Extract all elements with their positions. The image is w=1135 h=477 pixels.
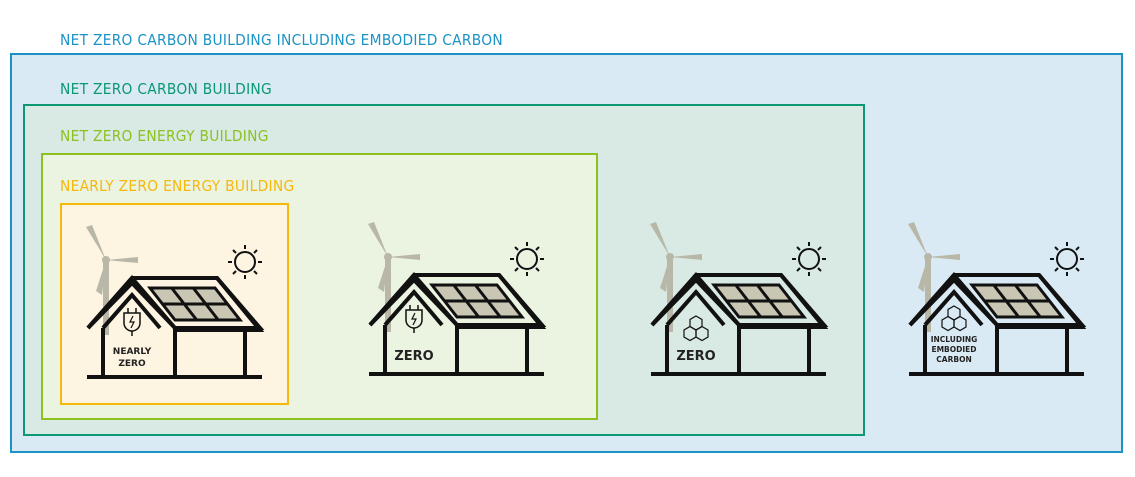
title-net-zero-carbon-embodied: NET ZERO CARBON BUILDING INCLUDING EMBOD…: [60, 31, 504, 49]
house-label-line: ZERO: [394, 349, 433, 364]
carbon-molecule-icon: [941, 305, 967, 332]
house-nearly-zero: NEARLY ZERO: [84, 223, 264, 379]
house-net-zero-energy: ZERO: [366, 220, 546, 376]
house-label-line: EMBODIED: [931, 345, 976, 354]
plug-icon: [405, 304, 423, 334]
title-net-zero-carbon: NET ZERO CARBON BUILDING: [60, 80, 273, 98]
house-label-line: NEARLY: [113, 347, 152, 357]
title-net-zero-energy: NET ZERO ENERGY BUILDING: [60, 127, 269, 145]
house-label-line: ZERO: [118, 359, 146, 369]
house-net-zero-carbon: ZERO: [648, 220, 828, 376]
house-label-line: CARBON: [936, 355, 971, 364]
house-label-line: ZERO: [676, 349, 715, 364]
plug-icon: [123, 307, 141, 337]
carbon-molecule-icon: [683, 315, 709, 342]
title-nearly-zero-energy: NEARLY ZERO ENERGY BUILDING: [60, 177, 295, 195]
house-label-line: INCLUDING: [931, 335, 978, 344]
house-net-zero-carbon-embodied: INCLUDING EMBODIED CARBON: [906, 220, 1086, 376]
